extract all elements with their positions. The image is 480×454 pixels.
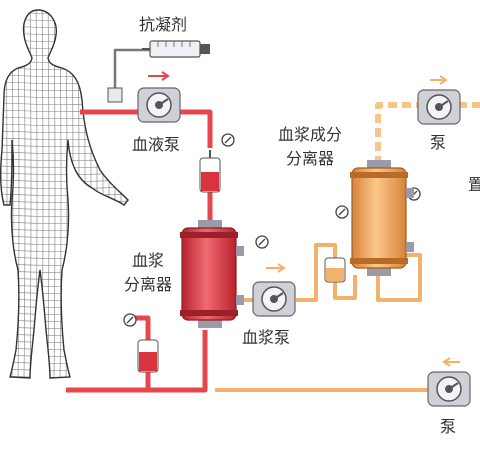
component-separator-label-1: 血浆成分 — [278, 125, 342, 144]
blood-draw-line — [80, 109, 213, 148]
top-pump-icon — [417, 75, 461, 125]
plasma-pump-icon — [252, 263, 296, 317]
top-pump-label: 泵 — [430, 133, 446, 152]
component-separator-label-2: 分离器 — [286, 149, 334, 168]
bottom-pump-icon — [427, 357, 471, 407]
plasma-return-line — [376, 253, 422, 302]
cut-off-label: 置 — [468, 175, 480, 194]
anticoagulant-label: 抗凝剂 — [139, 15, 187, 34]
blood-pump-icon — [137, 71, 181, 123]
plasma-separator-label-2: 分离器 — [124, 275, 172, 294]
blood-pump-label: 血液泵 — [132, 135, 180, 154]
plasma-to-component-line — [333, 275, 357, 300]
plasma-separator-icon — [180, 220, 244, 328]
human-figure — [0, 9, 129, 379]
syringe-icon — [142, 40, 210, 58]
valve-icon — [107, 87, 123, 103]
component-separator-icon — [350, 160, 414, 276]
blood-return-line — [66, 315, 208, 393]
plasma-separator-label-1: 血浆 — [132, 251, 164, 270]
bottom-pump-label: 泵 — [440, 417, 456, 436]
plasma-pump-label: 血浆泵 — [242, 328, 290, 347]
drip-chamber-icon — [137, 150, 346, 373]
